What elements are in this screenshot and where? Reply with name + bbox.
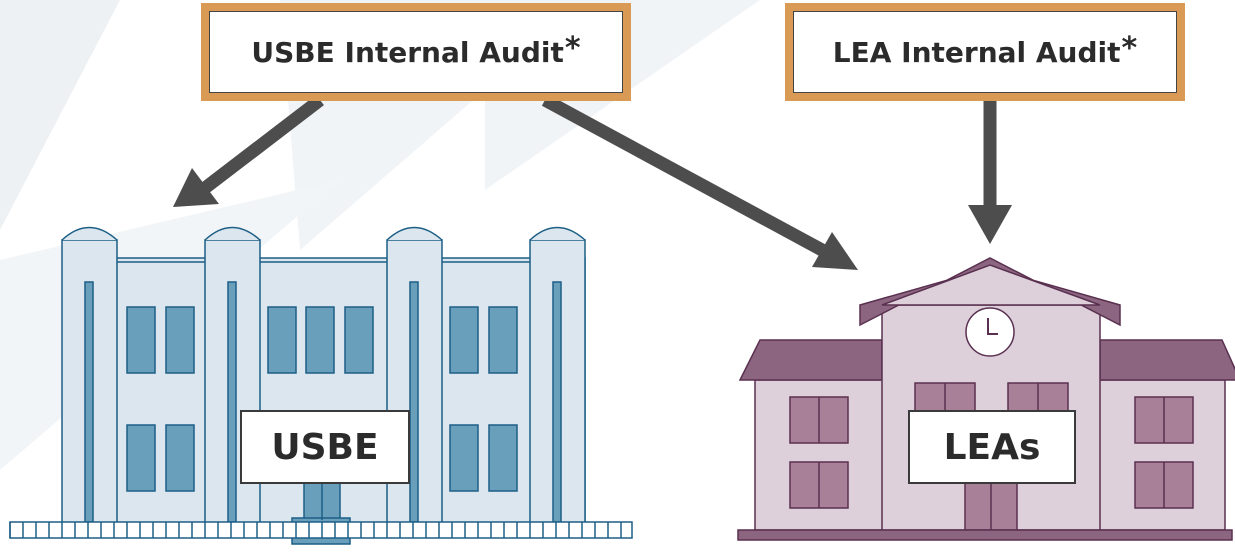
usbe-internal-audit-box: USBE Internal Audit*: [201, 3, 631, 101]
arrow-usbe-audit-to-leas: [541, 94, 826, 256]
arrowhead-usbe: [173, 168, 219, 207]
leas-building: [737, 257, 1235, 541]
usbe-building: [9, 226, 633, 545]
leas-sign-label: LEAs: [943, 426, 1041, 468]
lea-audit-asterisk: *: [1121, 30, 1138, 66]
lea-internal-audit-label: LEA Internal Audit: [832, 35, 1121, 69]
usbe-internal-audit-label: USBE Internal Audit: [251, 35, 564, 69]
usbe-sign: USBE: [240, 410, 410, 484]
arrowhead-leas-from-usbe: [812, 232, 858, 270]
usbe-sign-label: USBE: [271, 426, 379, 468]
arrows: [173, 94, 1012, 270]
leas-sign: LEAs: [908, 410, 1076, 484]
arrowhead-leas-from-lea: [968, 205, 1012, 244]
usbe-audit-asterisk: *: [564, 30, 581, 66]
lea-internal-audit-box: LEA Internal Audit*: [785, 3, 1185, 101]
arrow-usbe-audit-to-usbe: [201, 94, 324, 194]
